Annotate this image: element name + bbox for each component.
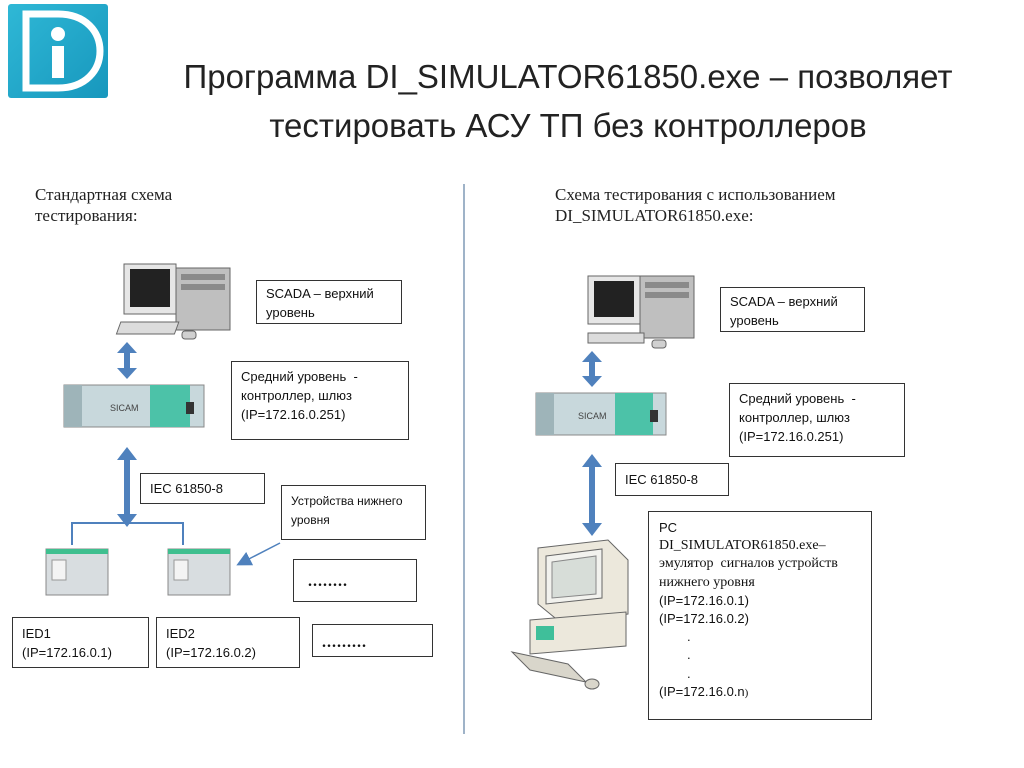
simulator-pc-icon bbox=[510, 539, 629, 690]
right-middle-level-box: Средний уровень - контроллер, шлюз (IP=1… bbox=[729, 383, 905, 457]
pc-line-ip-n-suffix: ) bbox=[744, 686, 749, 699]
pc-line-dot-3: . bbox=[687, 665, 691, 681]
lower-devices-box: Устройства нижнего уровня bbox=[281, 485, 426, 540]
company-logo bbox=[8, 4, 108, 98]
simulator-pc-box: PC DI_SIMULATOR61850.exe– эмулятор сигна… bbox=[648, 511, 872, 720]
left-protocol-label: IEC 61850-8 bbox=[150, 481, 223, 496]
scada-computer-icon-right bbox=[587, 275, 695, 349]
ied2-name: IED2 bbox=[166, 626, 195, 641]
left-heading-line-1: Стандартная схема bbox=[35, 185, 173, 204]
controller-rack-icon-left: SICAM bbox=[63, 384, 205, 428]
ied2-box: IED2 (IP=172.16.0.2) bbox=[156, 617, 300, 668]
more-devices-box-upper: ........ bbox=[293, 559, 417, 602]
left-scada-box: SCADA – верхний уровень bbox=[256, 280, 402, 324]
bus-line-left bbox=[71, 522, 184, 545]
left-scheme-heading: Стандартная схема тестирования: bbox=[35, 184, 172, 226]
ied1-device-icon bbox=[45, 548, 109, 596]
pc-line-ip-2: (IP=172.16.0.2) bbox=[659, 611, 749, 627]
ied1-name: IED1 bbox=[22, 626, 51, 641]
pc-line-ip-n-text: (IP=172.16.0.n bbox=[659, 683, 745, 699]
left-scada-line-2: уровень bbox=[266, 305, 315, 320]
right-protocol-label: IEC 61850-8 bbox=[625, 472, 698, 487]
right-heading-line-2: DI_SIMULATOR61850.exe: bbox=[555, 206, 754, 225]
right-scada-box: SCADA – верхний уровень bbox=[720, 287, 865, 332]
controller-rack-icon-right: SICAM bbox=[535, 392, 667, 436]
left-heading-line-2: тестирования: bbox=[35, 206, 138, 225]
column-divider bbox=[463, 184, 465, 734]
pc-line-emulator: эмулятор сигналов устройств bbox=[659, 556, 838, 572]
left-middle-line-3: (IP=172.16.0.251) bbox=[241, 407, 346, 422]
ied1-box: IED1 (IP=172.16.0.1) bbox=[12, 617, 149, 668]
pc-line-ip-1: (IP=172.16.0.1) bbox=[659, 592, 749, 608]
logo-mark-icon bbox=[22, 10, 104, 92]
left-scada-line-1: SCADA – верхний bbox=[266, 286, 374, 301]
right-middle-line-2: контроллер, шлюз bbox=[739, 410, 850, 425]
left-middle-line-1: Средний уровень - bbox=[241, 369, 358, 384]
right-scheme-heading: Схема тестирования с использованием DI_S… bbox=[555, 184, 836, 226]
ied2-ip: (IP=172.16.0.2) bbox=[166, 645, 256, 660]
left-protocol-box: IEC 61850-8 bbox=[140, 473, 265, 504]
pc-line-program: DI_SIMULATOR61850.exe– bbox=[659, 538, 826, 554]
right-middle-line-3: (IP=172.16.0.251) bbox=[739, 429, 844, 444]
more-devices-box-lower: ......... bbox=[312, 624, 433, 657]
dots-upper: ........ bbox=[308, 573, 348, 590]
title-line-1: Программа DI_SIMULATOR61850.exe – позвол… bbox=[183, 58, 953, 95]
lower-devices-line-1: Устройства нижнего bbox=[291, 494, 403, 508]
lower-devices-line-2: уровня bbox=[291, 513, 330, 527]
pointer-arrow-lower-devices bbox=[236, 542, 281, 566]
controller-label-left: SICAM bbox=[110, 403, 139, 413]
left-middle-level-box: Средний уровень - контроллер, шлюз (IP=1… bbox=[231, 361, 409, 440]
right-protocol-box: IEC 61850-8 bbox=[615, 463, 729, 496]
ied1-ip: (IP=172.16.0.1) bbox=[22, 645, 112, 660]
right-scada-line-2: уровень bbox=[730, 313, 779, 328]
pc-line-ip-n: (IP=172.16.0.n) bbox=[659, 683, 861, 702]
ied2-device-icon bbox=[167, 548, 231, 596]
page-title: Программа DI_SIMULATOR61850.exe – позвол… bbox=[118, 52, 1018, 150]
right-scada-line-1: SCADA – верхний bbox=[730, 294, 838, 309]
scada-computer-icon-left bbox=[115, 263, 231, 340]
pc-line-pc: PC bbox=[659, 520, 678, 535]
controller-label-right: SICAM bbox=[578, 411, 607, 421]
left-middle-line-2: контроллер, шлюз bbox=[241, 388, 352, 403]
pc-line-lower-level: нижнего уровня bbox=[659, 574, 755, 590]
right-heading-line-1: Схема тестирования с использованием bbox=[555, 185, 836, 204]
pc-line-dot-2: . bbox=[687, 647, 691, 663]
dots-lower: ......... bbox=[322, 634, 367, 651]
right-middle-line-1: Средний уровень - bbox=[739, 391, 856, 406]
pc-line-dot-1: . bbox=[687, 629, 691, 645]
title-line-2: тестировать АСУ ТП без контроллеров bbox=[269, 107, 867, 144]
